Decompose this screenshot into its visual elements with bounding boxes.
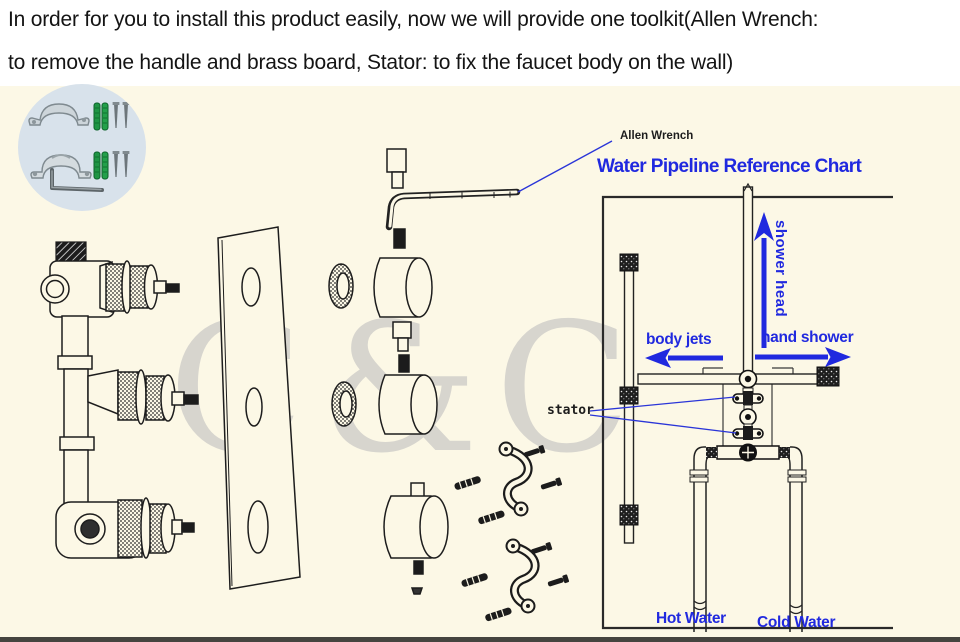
screw-icon — [112, 151, 130, 177]
faucet-valve-body-drawing — [40, 241, 199, 559]
header-line-2: to remove the handle and brass board, St… — [8, 51, 734, 74]
pipe-clamp-icon — [30, 154, 92, 179]
header-banner: In order for you to install this product… — [0, 0, 960, 86]
stator-label: stator — [547, 403, 594, 418]
hand-shower-label: hand shower — [761, 329, 854, 346]
chart-title: Water Pipeline Reference Chart — [597, 156, 862, 177]
body-jets-label: body jets — [646, 331, 712, 348]
handles-drawing — [373, 148, 449, 595]
wall-anchor-icon — [93, 102, 109, 131]
flow-arrows — [645, 212, 851, 368]
pipeline-chart-drawing — [601, 182, 893, 632]
body-jets-arrow — [645, 348, 723, 368]
fastener-cluster — [454, 443, 563, 529]
allen-wrench-label: Allen Wrench — [620, 130, 694, 142]
shower-head-arrow — [754, 212, 774, 348]
allen-wrench-drawing — [385, 188, 521, 231]
stator-leader-line-top — [589, 396, 736, 412]
bottom-divider — [0, 637, 960, 642]
pipe-clamp-icon — [28, 103, 90, 126]
toolkit-photo — [18, 84, 146, 211]
wall-anchor-icon — [93, 151, 109, 180]
allen-wrench-leader-line — [517, 140, 613, 193]
stator-leader-line-bottom — [589, 414, 737, 434]
brass-board-drawing — [217, 226, 301, 590]
header-line-1: In order for you to install this product… — [8, 8, 819, 31]
cold-water-label: Cold Water — [757, 614, 836, 631]
ring-nuts-drawing — [328, 263, 357, 427]
hot-water-label: Hot Water — [656, 610, 726, 627]
toolkit-photo-art — [28, 102, 130, 192]
leader-lines — [517, 140, 737, 434]
screw-icon — [112, 102, 130, 128]
diagram-lineart — [40, 140, 893, 632]
fastener-cluster — [461, 540, 570, 626]
hand-shower-arrow — [755, 347, 851, 367]
allen-wrench-icon — [50, 168, 104, 192]
shower-head-label: shower head — [772, 220, 789, 318]
